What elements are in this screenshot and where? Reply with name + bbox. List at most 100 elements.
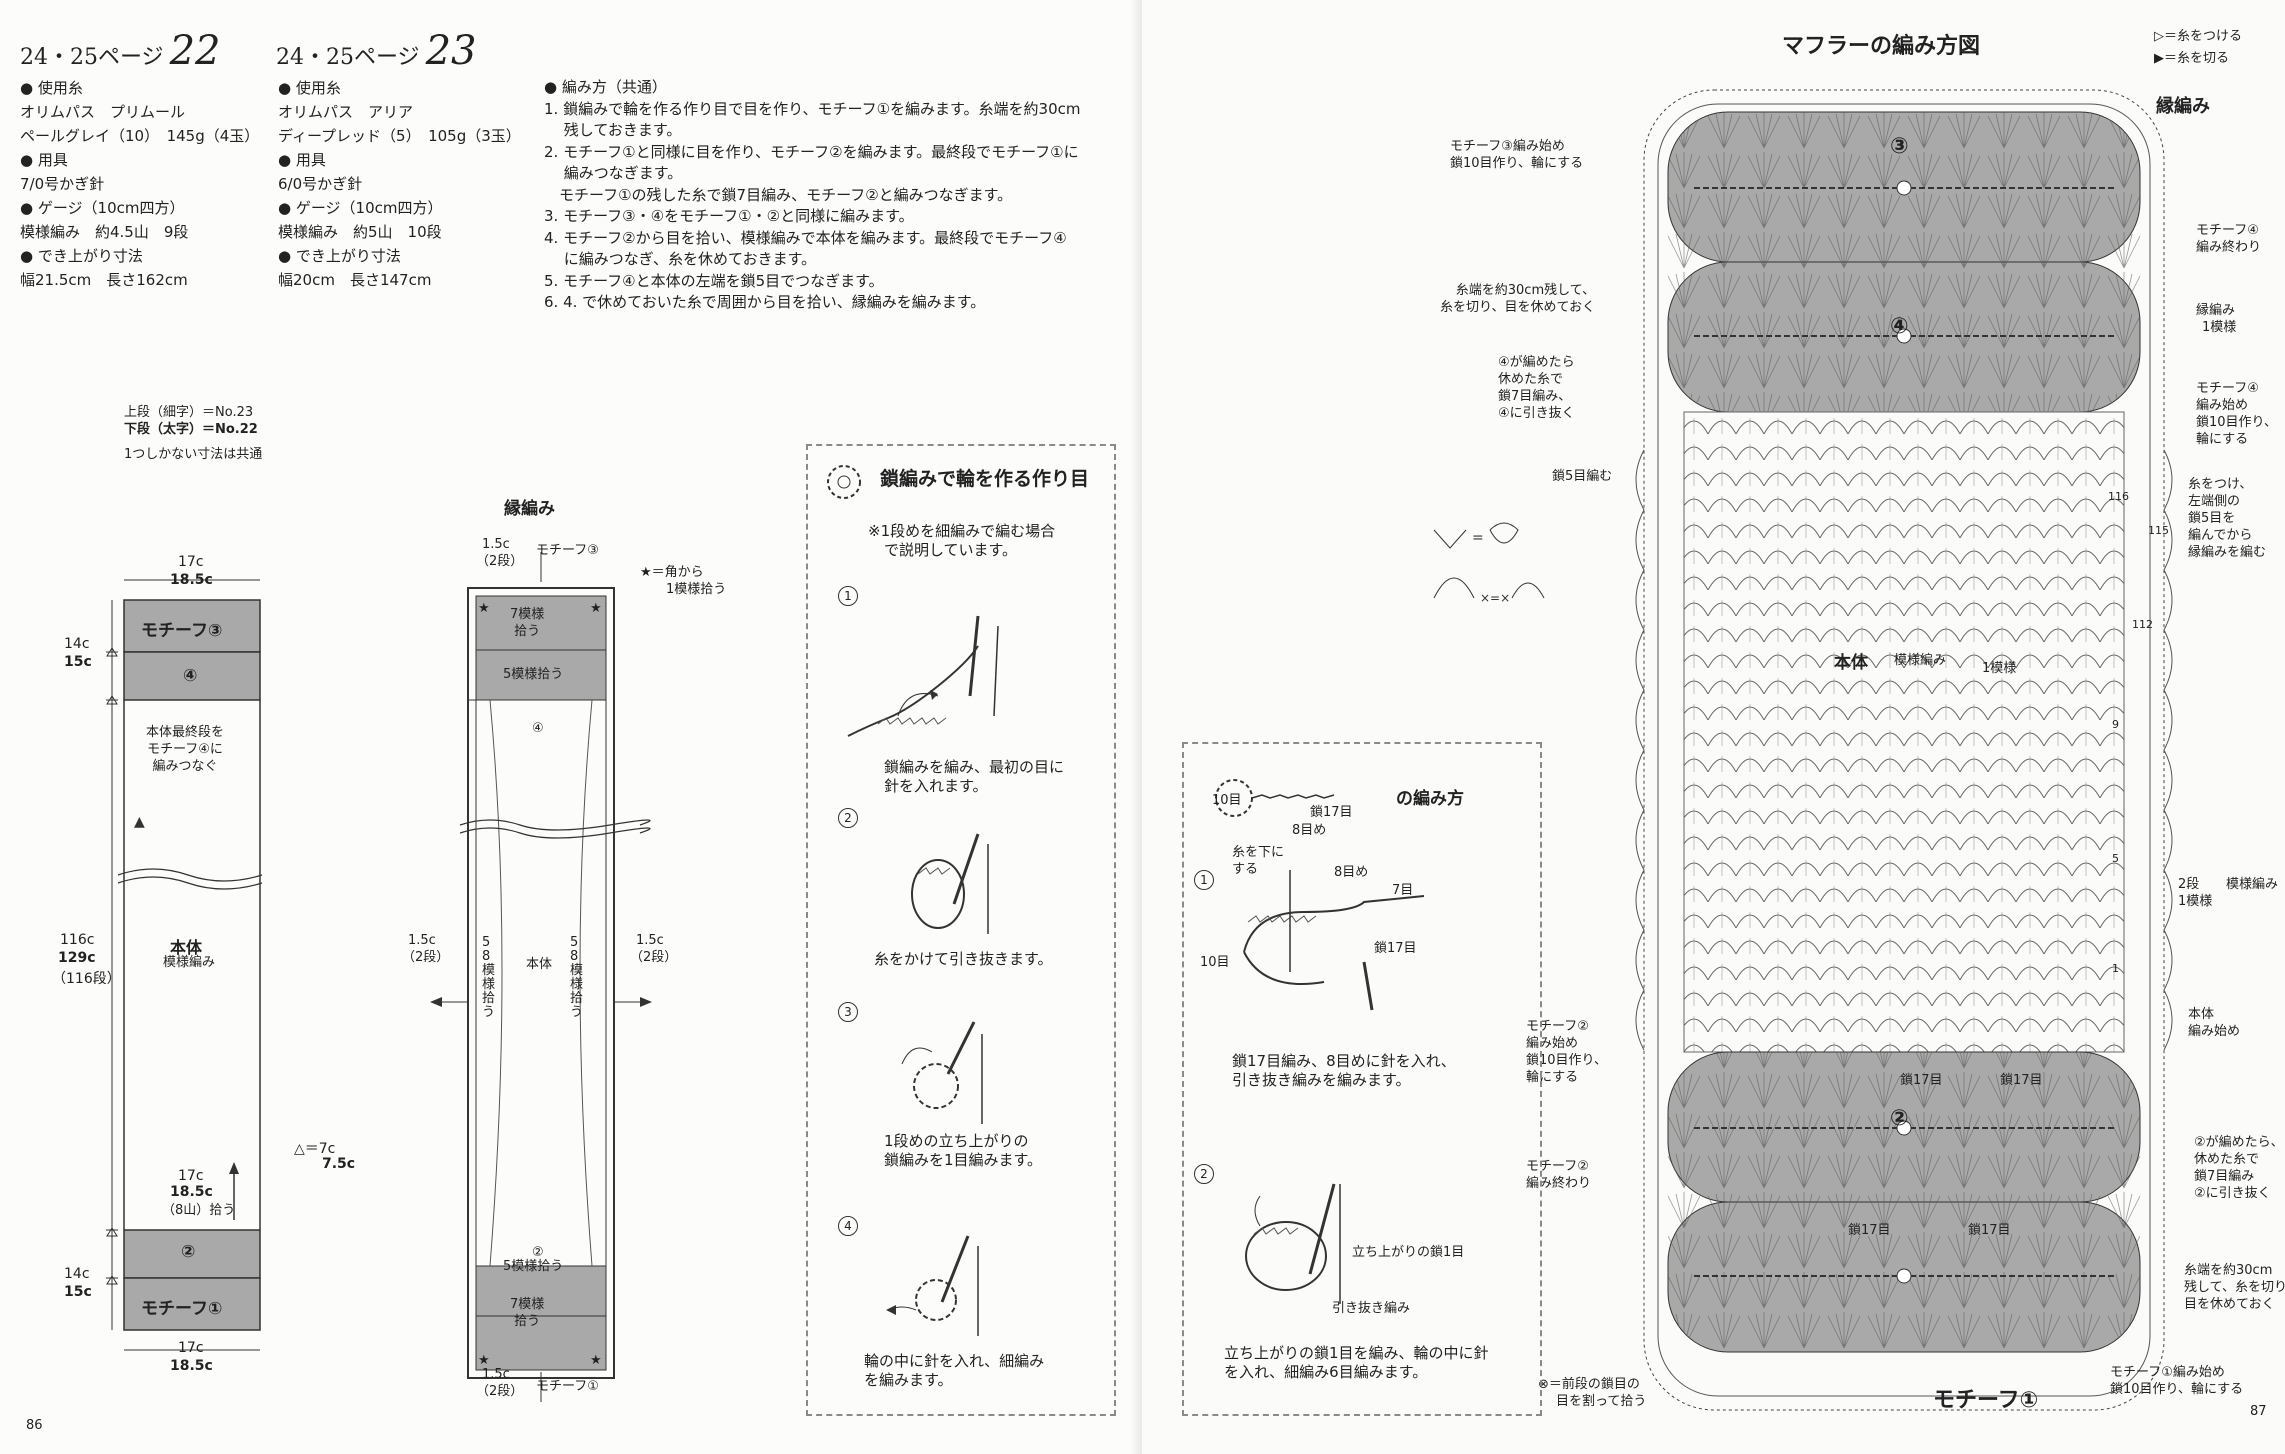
spec-line: ディープレッド（5） 105g（3玉） bbox=[278, 127, 521, 145]
step-line: 6. 4. で休めておいた糸で周囲から目を拾い、縁編みを編みます。 bbox=[544, 293, 986, 311]
header-number: 22 bbox=[169, 28, 221, 74]
side-pick-left: 58模様拾う bbox=[482, 935, 496, 1020]
edging-lines: ★ ★ ★ ★ bbox=[430, 552, 652, 1402]
motif-4-label: ④ bbox=[183, 666, 198, 686]
chain-count: 鎖17目 bbox=[1848, 1223, 1891, 1238]
body-label: 本体 bbox=[1834, 653, 1868, 673]
step-1-number: 1 bbox=[838, 586, 858, 606]
ring-icon bbox=[827, 465, 861, 499]
spec-list-22: ● 使用糸 オリムパス プリムール ペールグレイ（10） 145g（4玉） ● … bbox=[20, 76, 259, 292]
instruction-steps: ● 編み方（共通） 1. 鎖編みで輪を作る作り目で目を作り、モチーフ①を編みます… bbox=[544, 77, 1080, 314]
step-3-number: 3 bbox=[838, 1002, 858, 1022]
svg-text:★: ★ bbox=[590, 601, 602, 616]
motif-2-num: ② bbox=[1890, 1106, 1909, 1131]
svg-text:★: ★ bbox=[478, 1353, 490, 1368]
note-chain-5: 鎖5目編む bbox=[1552, 469, 1613, 484]
legend-cut: ▶＝糸を切る bbox=[2154, 51, 2229, 66]
motif-1-ref: モチーフ① bbox=[536, 1379, 599, 1394]
motif-height-22: 15c bbox=[64, 654, 92, 670]
howto-pull-note: 糸を下に する bbox=[1232, 845, 1285, 877]
spec-line: オリムパス アリア bbox=[278, 103, 414, 121]
edge-height-right: 1.5c （2段） bbox=[630, 933, 678, 965]
body-ref: 本体 bbox=[526, 957, 553, 972]
row-number: 5 bbox=[2112, 852, 2119, 865]
step-line: ● 編み方（共通） bbox=[544, 78, 667, 96]
howto-chain-17: 鎖17目 bbox=[1374, 941, 1417, 956]
note-cut-30: 糸端を約30cm残して、 糸を切り、目を休めておく bbox=[1440, 283, 1596, 315]
spec-line: 模様編み 約4.5山 9段 bbox=[20, 223, 189, 241]
step-line: 編みつなぎます。 bbox=[544, 164, 683, 182]
motif-height-23: 14c bbox=[64, 636, 90, 652]
spec-line: ● 使用糸 bbox=[20, 79, 83, 97]
howto-slip: 引き抜き編み bbox=[1332, 1301, 1411, 1316]
step-4-illustration bbox=[886, 1235, 979, 1336]
legend-upper: 上段（細字）＝No.23 bbox=[124, 405, 254, 420]
note-thread-attach: 糸をつけ、 左端側の 鎖5目を 編んでから 縁編みを編む bbox=[2188, 477, 2267, 560]
step-line: に編みつなぎ、糸を休めておきます。 bbox=[544, 250, 817, 268]
edging-schematic: 縁編み ★＝角から 1模様拾う ★ bbox=[390, 490, 750, 1410]
star-note: ★＝角から 1模様拾う bbox=[640, 565, 727, 597]
five-pattern-pick: 5模様拾う bbox=[503, 667, 564, 682]
spec-line: 模様編み 約5山 10段 bbox=[278, 223, 442, 241]
body-label: 本体 bbox=[170, 938, 203, 957]
step-1-illustration bbox=[847, 615, 999, 737]
ring-box-title: 鎖編みで輪を作る作り目 bbox=[880, 468, 1090, 490]
howto-step-2-illustration bbox=[1245, 1183, 1341, 1304]
header-ref: 24・25ページ bbox=[276, 45, 420, 70]
note-cut-30b: 糸端を約30cm 残して、糸を切り 目を休めておく bbox=[2184, 1263, 2285, 1312]
step-2-number: 2 bbox=[838, 808, 858, 828]
crochet-chart bbox=[1635, 89, 2173, 1411]
page-number-right: 87 bbox=[2250, 1404, 2267, 1419]
edge-height-bottom: 1.5c （2段） bbox=[476, 1367, 524, 1399]
motif-ring-icon bbox=[1215, 779, 1335, 817]
motif-howto-box: 10目 鎖17目 の編み方 1 糸を下に する 8目め 8目め 7目 10目 鎖… bbox=[1182, 742, 1542, 1416]
top-pick: 7模様 拾う bbox=[510, 607, 545, 639]
width-bottom-22: 18.5c bbox=[170, 1358, 213, 1374]
width-top-23: 17c bbox=[178, 554, 204, 570]
edging-label: 縁編み bbox=[2156, 96, 2210, 117]
spec-line: 6/0号かぎ針 bbox=[278, 175, 363, 193]
length-rows: （116段） bbox=[52, 971, 121, 987]
one-pattern: 1模様 bbox=[1982, 661, 2017, 676]
triangle-note: △＝7c bbox=[294, 1141, 336, 1157]
step-line: 1. 鎖編みで輪を作る作り目で目を作り、モチーフ①を編みます。糸端を約30cm bbox=[544, 99, 1081, 118]
step-3-illustration bbox=[901, 1021, 983, 1124]
note-m4-join: ④が編めたら 休めた糸で 鎖7目編み、 ④に引き抜く bbox=[1498, 355, 1575, 421]
width-bottom-23: 17c bbox=[178, 1340, 204, 1356]
spec-line: ● 用具 bbox=[278, 151, 326, 169]
five-pattern-pick-bottom: 5模様拾う bbox=[503, 1259, 564, 1274]
step-line: モチーフ①の残した糸で鎖7目編み、モチーフ②と編みつなぎます。 bbox=[544, 185, 1013, 204]
svg-text:★: ★ bbox=[478, 601, 490, 616]
bottom-pick: 7模様 拾う bbox=[510, 1297, 545, 1329]
row-number: 116 bbox=[2108, 490, 2129, 503]
scarf-schematic: ▲ 17c 18.5c モチーフ③ ④ 14c 15c 本体最終段を モチーフ④… bbox=[0, 550, 355, 1400]
row-number: 112 bbox=[2132, 618, 2153, 631]
howto-step-2-caption: 立ち上がりの鎖1目を編み、輪の中に針 を入れ、細編み6目編みます。 bbox=[1224, 1344, 1489, 1381]
chart-title: マフラーの編み方図 bbox=[1782, 34, 1981, 59]
row-number: 9 bbox=[2112, 718, 2119, 731]
spec-line: ● でき上がり寸法 bbox=[278, 247, 401, 265]
step-4-caption: 輪の中に針を入れ、細編み を編みます。 bbox=[864, 1352, 1045, 1389]
header-number: 23 bbox=[425, 28, 477, 74]
step-line: 2. モチーフ①と同様に目を作り、モチーフ②を編みます。最終段でモチーフ①に bbox=[544, 142, 1079, 161]
length-22: 129c bbox=[58, 950, 96, 966]
right-page: マフラーの編み方図 ▷＝糸をつける ▶＝糸を切る bbox=[1142, 0, 2285, 1454]
note-m2-join: ②が編めたら、 休めた糸で 鎖7目編み ②に引き抜く bbox=[2194, 1135, 2284, 1201]
ring-foundation-box: 鎖編みで輪を作る作り目 ※1段めを細編みで編む場合 で説明しています。 1 鎖編… bbox=[806, 444, 1116, 1416]
step-2-caption: 糸をかけて引き抜きます。 bbox=[874, 950, 1053, 968]
spec-line: ● ゲージ（10cm四方） bbox=[20, 199, 185, 217]
motif-3-label: モチーフ③ bbox=[141, 621, 223, 641]
howto-title: の編み方 bbox=[1396, 789, 1464, 809]
legend-lower: 下段（太字）＝No.22 bbox=[124, 422, 258, 437]
howto-step-2-number: 2 bbox=[1194, 1164, 1214, 1184]
edge-height-left: 1.5c （2段） bbox=[402, 933, 450, 965]
note-m1-start: モチーフ①編み始め 鎖10目作り、輪にする bbox=[2110, 1365, 2244, 1397]
row-number: 115 bbox=[2148, 524, 2169, 537]
svg-text:×=×: ×=× bbox=[1480, 591, 1510, 605]
width-top-22: 18.5c bbox=[170, 572, 213, 588]
step-line: 3. モチーフ③・④をモチーフ①・②と同様に編みます。 bbox=[544, 207, 914, 225]
motif-1-label: モチーフ① bbox=[141, 1299, 223, 1319]
howto-seven: 7目 bbox=[1392, 883, 1414, 898]
howto-step-1-caption: 鎖17目編み、8目めに針を入れ、 引き抜き編みを編みます。 bbox=[1232, 1052, 1456, 1089]
